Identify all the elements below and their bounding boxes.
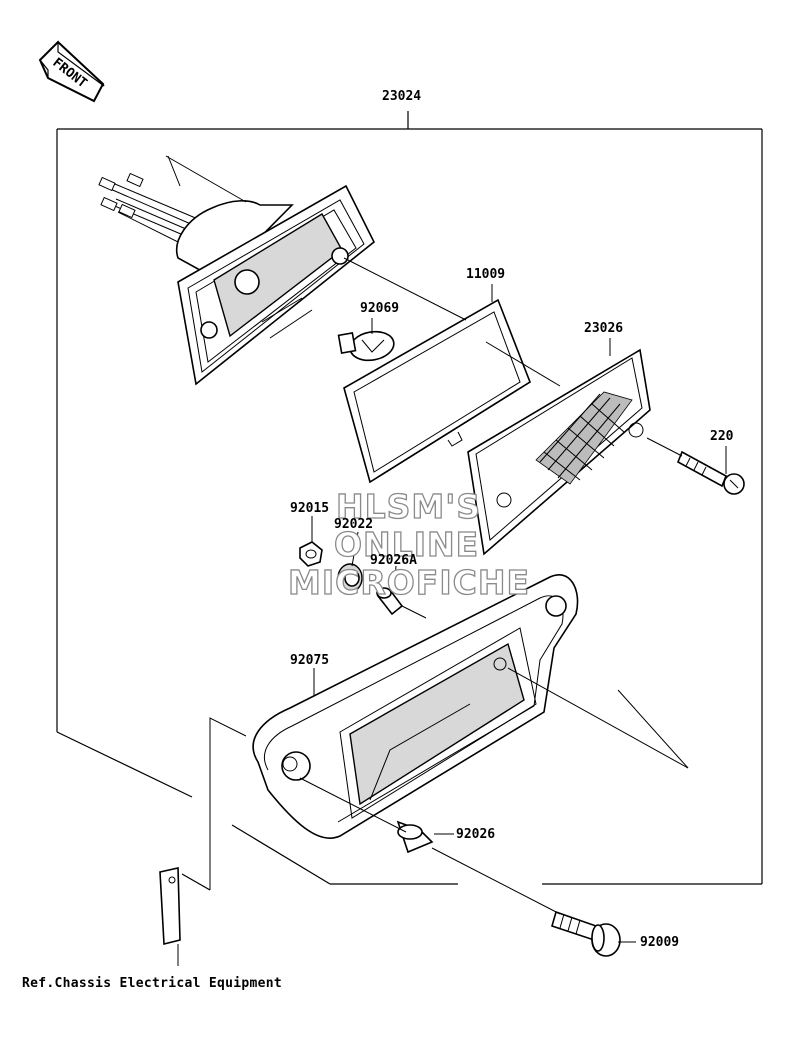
label-92022: 92022 bbox=[334, 517, 373, 532]
bulb-icon bbox=[337, 330, 395, 362]
watermark-line2: ONLINE bbox=[334, 525, 479, 564]
label-92009: 92009 bbox=[640, 935, 679, 950]
lamp-housing bbox=[98, 172, 376, 386]
label-92026: 92026 bbox=[456, 827, 495, 842]
wire-terminals-icon bbox=[98, 172, 206, 249]
label-23026: 23026 bbox=[584, 321, 623, 336]
front-arrow-icon: FRONT bbox=[38, 40, 105, 103]
reflector-grid-icon bbox=[535, 391, 633, 485]
watermark: HLSM'S ONLINE MICROFICHE bbox=[287, 486, 530, 602]
watermark-line1: HLSM'S bbox=[336, 487, 481, 526]
connector-icon bbox=[159, 867, 211, 946]
reference-note: Ref.Chassis Electrical Equipment bbox=[22, 976, 282, 991]
bolt-icon bbox=[551, 910, 621, 957]
collar-icon bbox=[396, 820, 434, 854]
watermark-line3: MICROFICHE bbox=[288, 563, 530, 602]
label-92075: 92075 bbox=[290, 653, 329, 668]
screw-220-icon bbox=[676, 450, 745, 495]
gasket bbox=[343, 298, 531, 484]
assembly-bracket bbox=[56, 111, 763, 885]
collar-small-icon bbox=[376, 587, 404, 616]
label-11009: 11009 bbox=[466, 267, 505, 282]
grommet-icon bbox=[337, 563, 363, 593]
label-92069: 92069 bbox=[360, 301, 399, 316]
lamp-case bbox=[252, 574, 579, 839]
label-92015: 92015 bbox=[290, 501, 329, 516]
label-23024: 23024 bbox=[382, 89, 421, 104]
label-92026A: 92026A bbox=[370, 553, 417, 568]
lens bbox=[467, 348, 651, 556]
leader-lines bbox=[165, 155, 727, 966]
label-220: 220 bbox=[710, 429, 734, 444]
